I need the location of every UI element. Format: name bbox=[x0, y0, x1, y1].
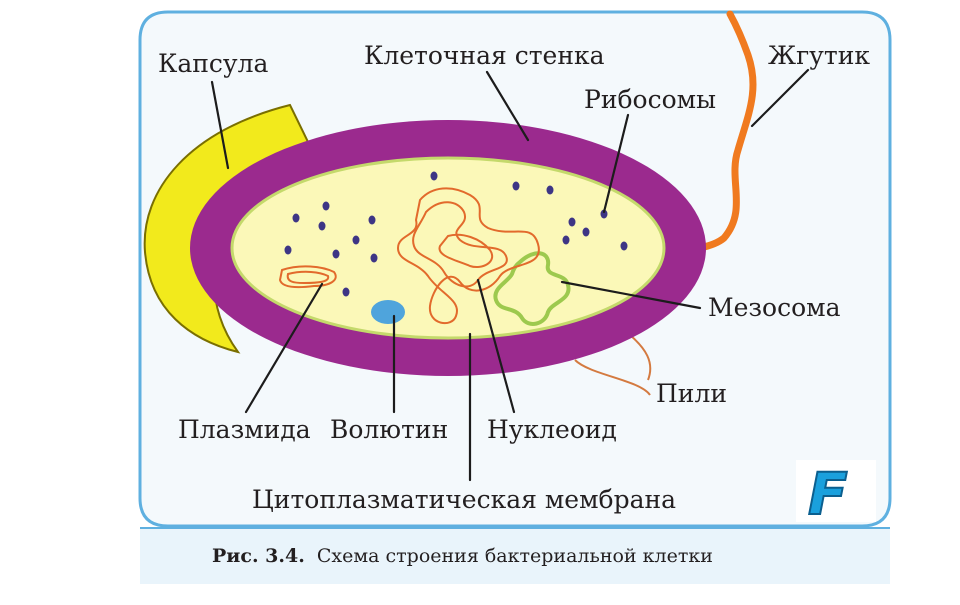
label-capsule: Капсула bbox=[158, 49, 269, 78]
ribosome-dot bbox=[368, 215, 376, 225]
ribosome-dot bbox=[370, 253, 378, 263]
ribosome-dot bbox=[322, 201, 330, 211]
cytoplasmic-membrane-shape bbox=[230, 156, 666, 340]
ribosome-dot bbox=[342, 287, 350, 297]
ribosome-dot bbox=[568, 217, 576, 227]
ribosome-dot bbox=[600, 209, 608, 219]
label-cell-wall: Клеточная стенка bbox=[364, 41, 605, 70]
figure-caption: Рис. 3.4. Схема строения бактериальной к… bbox=[212, 545, 713, 567]
ribosome-dot bbox=[352, 235, 360, 245]
flagellum-shape bbox=[658, 10, 757, 257]
leader-lines bbox=[210, 68, 810, 482]
label-flagellum: Жгутик bbox=[768, 41, 870, 70]
label-ribosomes: Рибосомы bbox=[584, 85, 716, 114]
ribosome-dot bbox=[318, 221, 326, 231]
ribosome-dot bbox=[292, 213, 300, 223]
pili-strand bbox=[629, 334, 652, 381]
caption-text: Схема строения бактериальной клетки bbox=[317, 545, 713, 567]
ribosome-dot bbox=[332, 249, 340, 259]
label-volutin: Волютин bbox=[330, 415, 448, 444]
ribosomes-group bbox=[284, 171, 628, 297]
ribosome-dot bbox=[284, 245, 292, 255]
pili-strand bbox=[574, 359, 651, 396]
caption-band bbox=[140, 528, 890, 584]
publisher-logo: F bbox=[796, 459, 876, 529]
volutin-shape bbox=[371, 300, 405, 324]
label-nucleoid: Нуклеоид bbox=[487, 415, 617, 444]
label-mesosome: Мезосома bbox=[708, 293, 841, 322]
ribosome-dot bbox=[562, 235, 570, 245]
nucleoid-shape bbox=[397, 187, 540, 325]
mesosome-shape bbox=[493, 251, 571, 326]
caption-number: Рис. 3.4. bbox=[212, 545, 305, 567]
label-pili: Пили bbox=[656, 379, 727, 408]
logo-letter-icon: F bbox=[808, 460, 848, 528]
label-cytoplasmic-membrane: Цитоплазматическая мембрана bbox=[252, 485, 676, 514]
ribosome-dot bbox=[582, 227, 590, 237]
ribosome-dot bbox=[430, 171, 438, 181]
plasmid-shape bbox=[278, 265, 337, 289]
label-plasmid: Плазмида bbox=[178, 415, 311, 444]
ribosome-dot bbox=[620, 241, 628, 251]
ribosome-dot bbox=[546, 185, 554, 195]
ribosome-dot bbox=[512, 181, 520, 191]
